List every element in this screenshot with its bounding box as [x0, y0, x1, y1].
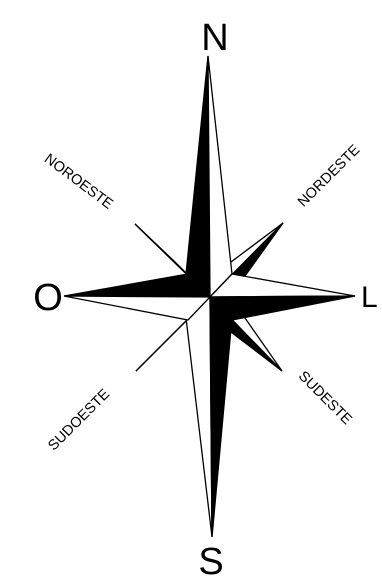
southeast-label: SUDESTE [295, 368, 355, 428]
west-label: O [33, 277, 63, 319]
south-label: S [198, 541, 223, 576]
north-point [186, 56, 232, 297]
northeast-label: NORDESTE [295, 142, 364, 211]
east-point [210, 274, 355, 320]
west-point [64, 274, 210, 320]
north-label: N [201, 17, 228, 59]
south-point [186, 297, 232, 537]
southwest-label: SUDOESTE [45, 386, 113, 454]
east-label: L [361, 281, 378, 314]
northwest-label: NOROESTE [41, 151, 116, 213]
